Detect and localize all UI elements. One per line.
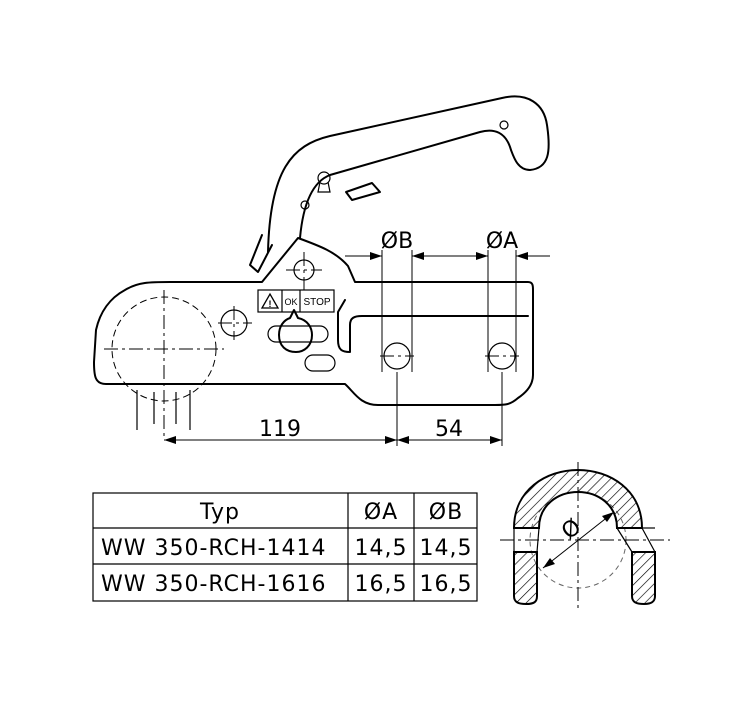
bore-a-dimension: ØA (486, 229, 518, 254)
indicator-slot (267, 325, 329, 343)
pivot-hole (300, 200, 310, 210)
section-left-leg (513, 551, 538, 606)
handle-outline (267, 95, 550, 253)
indicator-knob (278, 309, 313, 353)
type-table: Typ ØA ØB WW 350-RCH-1414 14,5 14,5 WW 3… (92, 492, 478, 602)
coupling-body: ! OK STOP (93, 95, 550, 440)
table-row-2-typ: WW 350-RCH-1616 (101, 572, 326, 597)
ok-label: OK (284, 297, 297, 307)
latch-lever (345, 182, 381, 201)
table-row-2-a: 16,5 (355, 572, 408, 597)
table-row-2-b: 16,5 (420, 572, 473, 597)
table-row-1-typ: WW 350-RCH-1414 (101, 536, 326, 561)
warning-triangle-icon (260, 292, 280, 309)
table-header-a: ØA (364, 500, 398, 525)
keyhole-icon (317, 171, 331, 193)
dimension-119: 119 (259, 417, 301, 442)
handle-bracket (249, 234, 273, 273)
table-header-typ: Typ (199, 500, 240, 525)
lower-slot (304, 354, 336, 372)
ball-stem (136, 390, 191, 430)
handle-hole (499, 120, 509, 130)
warning-label: ! OK STOP (257, 289, 335, 313)
cross-section: Ø (500, 462, 670, 610)
stop-label: STOP (303, 297, 330, 308)
dimension-lines: ØB ØA 119 54 (164, 229, 550, 446)
section-right-leg (631, 551, 656, 606)
dimension-54: 54 (435, 417, 463, 442)
table-header-b: ØB (429, 500, 463, 525)
table-row-1-a: 14,5 (355, 536, 408, 561)
svg-text:!: ! (269, 299, 272, 309)
table-row-1-b: 14,5 (420, 536, 473, 561)
housing-window (337, 299, 529, 353)
housing-outline (93, 237, 534, 406)
bore-b-dimension: ØB (381, 229, 413, 254)
